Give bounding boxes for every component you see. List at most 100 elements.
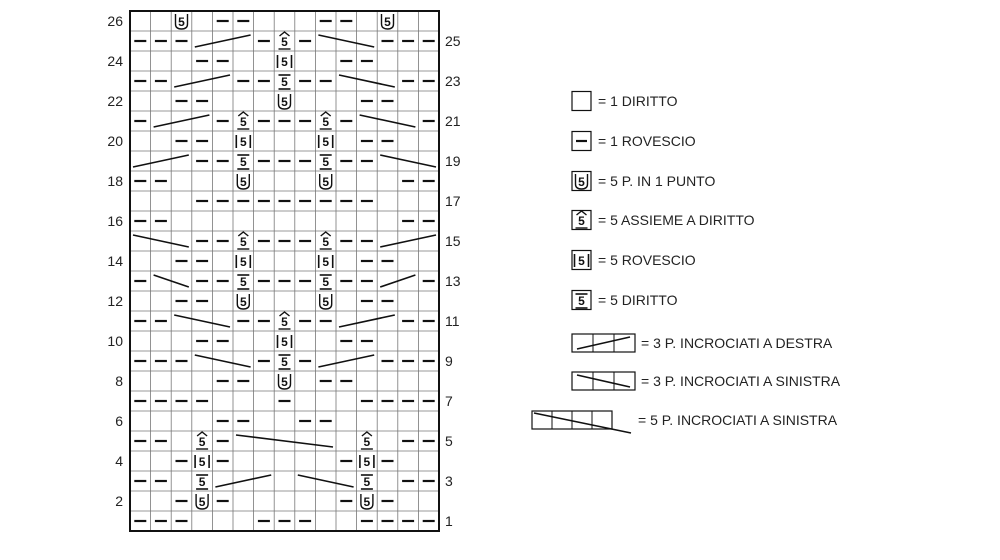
row-number-right: 19 — [445, 153, 461, 169]
stitch-number: 5 — [240, 295, 247, 309]
row-number-right: 9 — [445, 353, 453, 369]
symbol-knit5: 5 — [278, 74, 291, 90]
row-number-left: 8 — [115, 373, 123, 389]
row-number-left: 24 — [107, 53, 123, 69]
symbol-purl5: 5 — [359, 455, 375, 469]
symbol-dec5: 5 — [319, 231, 332, 250]
cable-right — [338, 314, 395, 328]
row-number-left: 20 — [107, 133, 123, 149]
legend-swatch — [571, 90, 592, 112]
stitch-number: 5 — [322, 175, 329, 189]
cable-left — [297, 474, 354, 488]
cable-left — [380, 154, 437, 168]
stitch-number: 5 — [240, 255, 247, 269]
symbol-inc5: 5 — [319, 174, 333, 190]
legend-symbol-purl5: 5 — [573, 254, 590, 268]
symbol-dec5: 5 — [360, 431, 373, 450]
row-number-right: 3 — [445, 473, 453, 489]
stitch-number: 5 — [281, 75, 288, 89]
dec-chevron-icon — [320, 231, 332, 237]
symbol-purl5: 5 — [276, 335, 293, 349]
row-number-left: 26 — [107, 13, 123, 29]
cable-left — [153, 274, 190, 288]
legend-label: = 5 P. IN 1 PUNTO — [598, 173, 715, 189]
stitch-number: 5 — [281, 315, 288, 329]
legend-item-purl5: 5= 5 ROVESCIO — [571, 249, 696, 271]
legend-swatch — [571, 249, 592, 271]
stitch-number: 5 — [364, 475, 371, 489]
cable-right — [132, 154, 189, 168]
inc-cup-icon — [380, 14, 395, 30]
row-number-left: 2 — [115, 493, 123, 509]
symbol-dec5: 5 — [237, 111, 250, 130]
cable-left — [318, 34, 375, 48]
cable-left — [132, 234, 189, 248]
stitch-number: 5 — [199, 495, 206, 509]
cable-left — [235, 434, 334, 448]
row-number-right: 5 — [445, 433, 453, 449]
stitch-number: 5 — [199, 475, 206, 489]
inc-cup-icon — [319, 294, 333, 310]
legend-label: = 5 ASSIEME A DIRITTO — [598, 212, 755, 228]
symbol-dec5: 5 — [196, 431, 209, 450]
inc-cup-icon — [236, 294, 250, 310]
cable-right — [194, 34, 251, 48]
row-number-left: 10 — [107, 333, 123, 349]
stitch-number: 5 — [240, 235, 247, 249]
symbol-inc5: 5 — [236, 174, 250, 190]
legend-item-cable3l: = 3 P. INCROCIATI A SINISTRA — [571, 371, 841, 391]
cable-right — [174, 74, 231, 88]
row-number-right: 21 — [445, 113, 461, 129]
legend-cable-icon — [576, 374, 631, 388]
row-number-right: 7 — [445, 393, 453, 409]
legend-cable-icon — [533, 412, 632, 434]
inc-cup-icon — [574, 174, 589, 190]
legend-item-inc5: 5= 5 P. IN 1 PUNTO — [571, 170, 715, 192]
dec-chevron-icon — [237, 231, 249, 237]
symbol-purl5: 5 — [194, 455, 210, 469]
row-number-right: 1 — [445, 513, 453, 529]
stitch-number: 5 — [199, 455, 206, 469]
legend-label: = 1 ROVESCIO — [598, 133, 696, 149]
symbol-knit5: 5 — [237, 274, 250, 290]
row-number-left: 14 — [107, 253, 123, 269]
inc-cup-icon — [277, 374, 292, 390]
symbol-inc5: 5 — [277, 374, 292, 390]
stitch-number: 5 — [322, 275, 329, 289]
legend-label: = 5 P. INCROCIATI A SINISTRA — [638, 412, 838, 428]
symbol-inc5: 5 — [380, 14, 395, 30]
stitch-number: 5 — [578, 254, 585, 268]
chart-grid — [129, 10, 440, 532]
stitch-number: 5 — [281, 375, 288, 389]
stitch-number: 5 — [240, 155, 247, 169]
stitch-number: 5 — [364, 455, 371, 469]
legend-label: = 3 P. INCROCIATI A SINISTRA — [641, 373, 841, 389]
row-number-right: 13 — [445, 273, 461, 289]
stitch-number: 5 — [281, 95, 288, 109]
symbol-purl5: 5 — [235, 255, 252, 269]
inc-cup-icon — [360, 494, 374, 510]
legend-item-knit5: 5= 5 DIRITTO — [571, 289, 678, 311]
stitch-number: 5 — [322, 115, 329, 129]
legend-item-knit: = 1 DIRITTO — [571, 90, 678, 112]
inc-cup-icon — [319, 174, 333, 190]
row-number-right: 15 — [445, 233, 461, 249]
cable-left — [338, 74, 395, 88]
row-number-left: 16 — [107, 213, 123, 229]
row-number-right: 23 — [445, 73, 461, 89]
stitch-number: 5 — [322, 155, 329, 169]
legend-swatch — [571, 289, 592, 311]
stitch-number: 5 — [384, 15, 391, 29]
row-number-left: 4 — [115, 453, 123, 469]
symbol-inc5: 5 — [319, 294, 333, 310]
symbol-inc5: 5 — [360, 494, 374, 510]
symbol-inc5: 5 — [236, 294, 250, 310]
stitch-number: 5 — [281, 35, 288, 49]
stitch-number: 5 — [281, 355, 288, 369]
inc-cup-icon — [195, 494, 209, 510]
row-numbers: 2523211917151311975312624222018161412108… — [107, 13, 460, 529]
legend-swatch — [571, 170, 592, 192]
legend-label: = 5 DIRITTO — [598, 292, 678, 308]
row-number-left: 18 — [107, 173, 123, 189]
